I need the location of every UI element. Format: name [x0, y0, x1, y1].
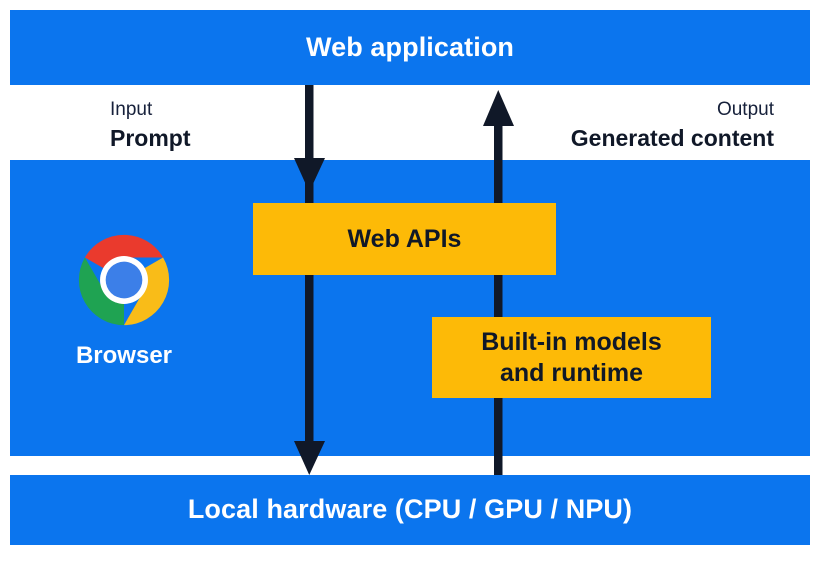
annotation-output-value: Generated content — [570, 125, 774, 152]
band-web-application: Web application — [10, 10, 810, 85]
box-web-apis-label: Web APIs — [347, 224, 462, 253]
annotation-output-kicker: Output — [716, 99, 774, 120]
annotation-input-value: Prompt — [110, 125, 191, 152]
band-web-application-label: Web application — [305, 32, 515, 62]
annotation-input-kicker: Input — [110, 99, 153, 120]
annotation-output: Output Generated content — [571, 98, 774, 154]
chrome-logo-icon — [78, 234, 170, 326]
box-builtin-models-line2: and runtime — [499, 358, 644, 387]
box-builtin-models-text: Built-in models and runtime — [481, 327, 662, 389]
box-builtin-models-line1: Built-in models — [481, 327, 662, 356]
box-web-apis[interactable]: Web APIs — [253, 203, 556, 275]
box-builtin-models[interactable]: Built-in models and runtime — [432, 317, 711, 398]
annotation-input: Input Prompt — [110, 98, 191, 154]
band-local-hardware-label: Local hardware (CPU / GPU / NPU) — [187, 494, 633, 524]
band-browser-label: Browser — [75, 342, 173, 369]
band-local-hardware: Local hardware (CPU / GPU / NPU) — [10, 475, 810, 545]
